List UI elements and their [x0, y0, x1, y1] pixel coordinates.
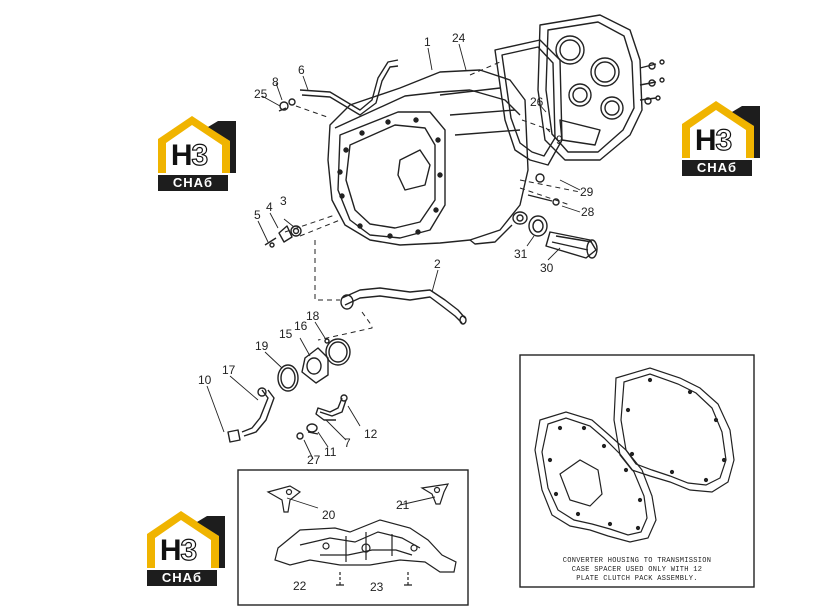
callout-18: 18: [306, 309, 320, 323]
callout-3: 3: [280, 194, 287, 208]
logo-brand-text: CHAб: [682, 160, 752, 176]
callout-labels: 1 24 6 8 25 26 9 29 28 3 4 5 31 30 2 18 …: [198, 31, 595, 594]
callout-17: 17: [222, 363, 236, 377]
detail-inset-frame: [237, 469, 469, 606]
callout-26: 26: [530, 95, 544, 109]
callout-12: 12: [364, 427, 378, 441]
note-inset-frame: [519, 354, 755, 588]
callout-7: 7: [344, 436, 351, 450]
callout-5: 5: [254, 208, 261, 222]
logo-mark: H3: [170, 138, 209, 172]
callout-25: 25: [254, 87, 268, 101]
tube-7: [315, 397, 343, 421]
tube-17: [241, 389, 269, 433]
house-roof-icon: [158, 116, 236, 173]
callout-27: 27: [307, 453, 321, 467]
callout-20: 20: [322, 508, 336, 522]
callout-22: 22: [293, 579, 307, 593]
callout-19: 19: [255, 339, 269, 353]
logo-mark: H3: [694, 123, 733, 157]
pipe-30: [545, 231, 597, 259]
callout-21: 21: [396, 498, 410, 512]
callout-24: 24: [452, 31, 466, 45]
callout-2: 2: [434, 257, 441, 271]
callout-8: 8: [272, 75, 279, 89]
callout-30: 30: [540, 261, 554, 275]
seal-31: [528, 215, 548, 237]
ring-18: [325, 338, 351, 366]
logo-mark: H3: [159, 533, 198, 567]
callout-4: 4: [266, 200, 273, 214]
callout-15: 15: [279, 327, 293, 341]
callout-9: 9: [556, 133, 563, 147]
brand-logo: H3 CHAб: [680, 98, 762, 178]
brand-logo: H3 CHAб: [156, 113, 238, 193]
logo-brand-text: CHAб: [147, 570, 217, 586]
callout-6: 6: [298, 63, 305, 77]
tube-2: [341, 287, 466, 319]
gasket: [494, 39, 563, 166]
callout-16: 16: [294, 319, 308, 333]
tube-6: [299, 59, 399, 111]
converter-housing: [327, 69, 529, 246]
note-line-1: CONVERTER HOUSING TO TRANSMISSION: [562, 557, 712, 565]
callout-23: 23: [370, 580, 384, 594]
house-roof-icon: [147, 511, 225, 568]
cover-plate: [537, 14, 643, 161]
brand-logo: H3 CHAб: [145, 508, 227, 588]
logo-brand-text: CHAб: [158, 175, 228, 191]
spacer-gasket-front: [534, 411, 657, 543]
ring-19: [277, 364, 299, 392]
part-15: [301, 347, 329, 384]
note-caption: CONVERTER HOUSING TO TRANSMISSION CASE S…: [528, 557, 746, 584]
callout-1: 1: [424, 35, 431, 49]
spacer-gasket-rear: [613, 367, 735, 493]
callout-29: 29: [580, 185, 594, 199]
note-line-3: PLATE CLUTCH PACK ASSEMBLY.: [576, 575, 698, 583]
callout-10: 10: [198, 373, 212, 387]
callout-31: 31: [514, 247, 528, 261]
callout-28: 28: [581, 205, 595, 219]
callout-11: 11: [324, 445, 337, 459]
house-roof-icon: [682, 101, 760, 158]
note-line-2: CASE SPACER USED ONLY WITH 12: [571, 566, 703, 574]
cast-bracket: [274, 519, 457, 573]
